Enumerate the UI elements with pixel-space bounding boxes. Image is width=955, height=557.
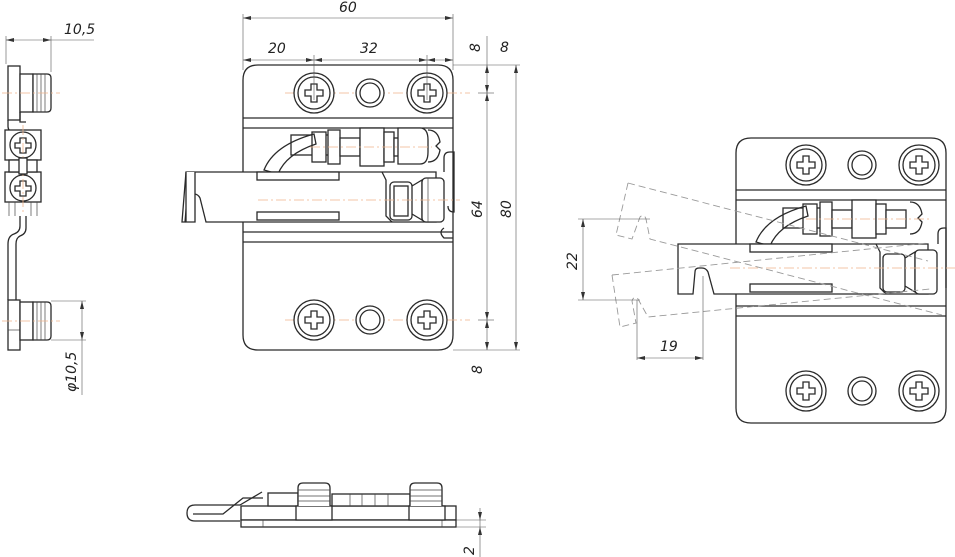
dim-label-vertical-spacing: 64 [470, 200, 486, 218]
dim-side-diameter: φ10,5 [51, 300, 86, 395]
dim-label-side-width: 10,5 [64, 22, 95, 38]
dim-hole-vertical-spacing: 64 [470, 93, 494, 321]
dim-label-swing-offset: 22 [565, 252, 581, 270]
dim-overall-height: 80 [453, 65, 520, 351]
rotated-screw-bottom-right [898, 370, 940, 412]
bottom-view: 2 [186, 482, 486, 557]
rotated-dowel-top [847, 150, 877, 180]
front-screw-bottom-left [293, 299, 335, 341]
dim-plate-thickness: 2 [456, 508, 486, 557]
dim-bottom-margin: 8 [470, 320, 489, 374]
side-lower-cup [2, 299, 60, 351]
rotated-screw-top-left [785, 144, 827, 186]
rotated-view: 22 19 [565, 137, 955, 424]
rotated-upper-pin [755, 199, 932, 247]
front-hinge-arm [181, 151, 460, 239]
bottom-cup-left [295, 482, 333, 521]
dim-side-width: 10,5 [5, 22, 95, 72]
dim-overall-width: 60 [242, 0, 454, 70]
dim-label-overall-height: 80 [499, 200, 515, 218]
side-view: 10,5 φ10,5 [2, 22, 95, 395]
dim-label-bottom-margin: 8 [470, 365, 486, 374]
front-view: 60 20 32 8 8 [181, 0, 520, 374]
dim-swing-travel: 19 [636, 276, 704, 360]
dim-top-margins: 8 8 [453, 36, 520, 350]
dim-hole-spacing: 20 32 [243, 41, 453, 100]
rotated-screw-top-right [898, 144, 940, 186]
front-dowel-bottom [355, 305, 385, 335]
dim-label-plate-thickness: 2 [462, 546, 478, 555]
rotated-hinge-arm [677, 227, 955, 295]
front-screw-bottom-right [406, 299, 448, 341]
dim-label-swing-travel: 19 [660, 339, 678, 355]
rotated-dowel-bottom [847, 376, 877, 406]
dim-swing-offset: 22 [565, 218, 650, 301]
rotated-screw-bottom-left [785, 370, 827, 412]
dim-label-hole-spacing: 32 [360, 41, 378, 57]
dim-label-left-offset: 20 [268, 41, 286, 57]
front-upper-pin [263, 127, 441, 175]
dim-label-top-margin-a: 8 [468, 43, 484, 52]
dim-label-overall-width: 60 [339, 0, 357, 16]
side-upper-cup [2, 65, 60, 121]
bottom-cup-right [408, 482, 446, 521]
dim-label-side-diameter: φ10,5 [64, 352, 80, 393]
front-dowel-top [355, 78, 385, 108]
side-screw-stack [4, 125, 42, 216]
dim-label-top-margin-b: 8 [500, 40, 509, 56]
